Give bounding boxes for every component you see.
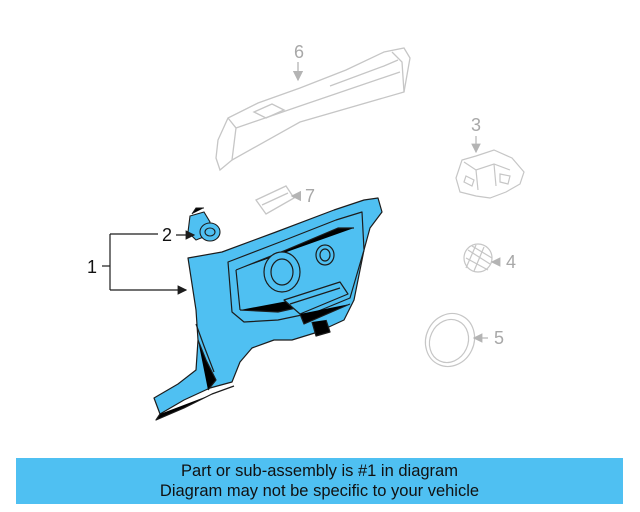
callout-6: 6 <box>294 42 304 62</box>
banner-line-2: Diagram may not be specific to your vehi… <box>159 482 480 500</box>
callout-7: 7 <box>305 186 315 206</box>
part-2-clip <box>187 207 221 242</box>
callout-leaders <box>102 230 196 295</box>
callout-1: 1 <box>87 257 97 277</box>
part-5-cover <box>424 312 488 368</box>
part-3-bracket-assembly <box>455 136 525 199</box>
callout-4: 4 <box>506 252 516 272</box>
part-4-grille <box>463 243 501 273</box>
callout-5: 5 <box>494 328 504 348</box>
part-7-bracket <box>255 185 302 215</box>
banner-line-1: Part or sub-assembly is #1 in diagram <box>181 462 458 480</box>
callout-3: 3 <box>471 115 481 135</box>
part-1-quarter-trim-panel <box>153 197 383 421</box>
callout-2: 2 <box>162 225 172 245</box>
part-6-trim-panel <box>215 47 411 172</box>
info-banner: Part or sub-assembly is #1 in diagram Di… <box>16 458 623 504</box>
parts-diagram: 1 2 3 4 5 6 7 <box>87 42 525 421</box>
